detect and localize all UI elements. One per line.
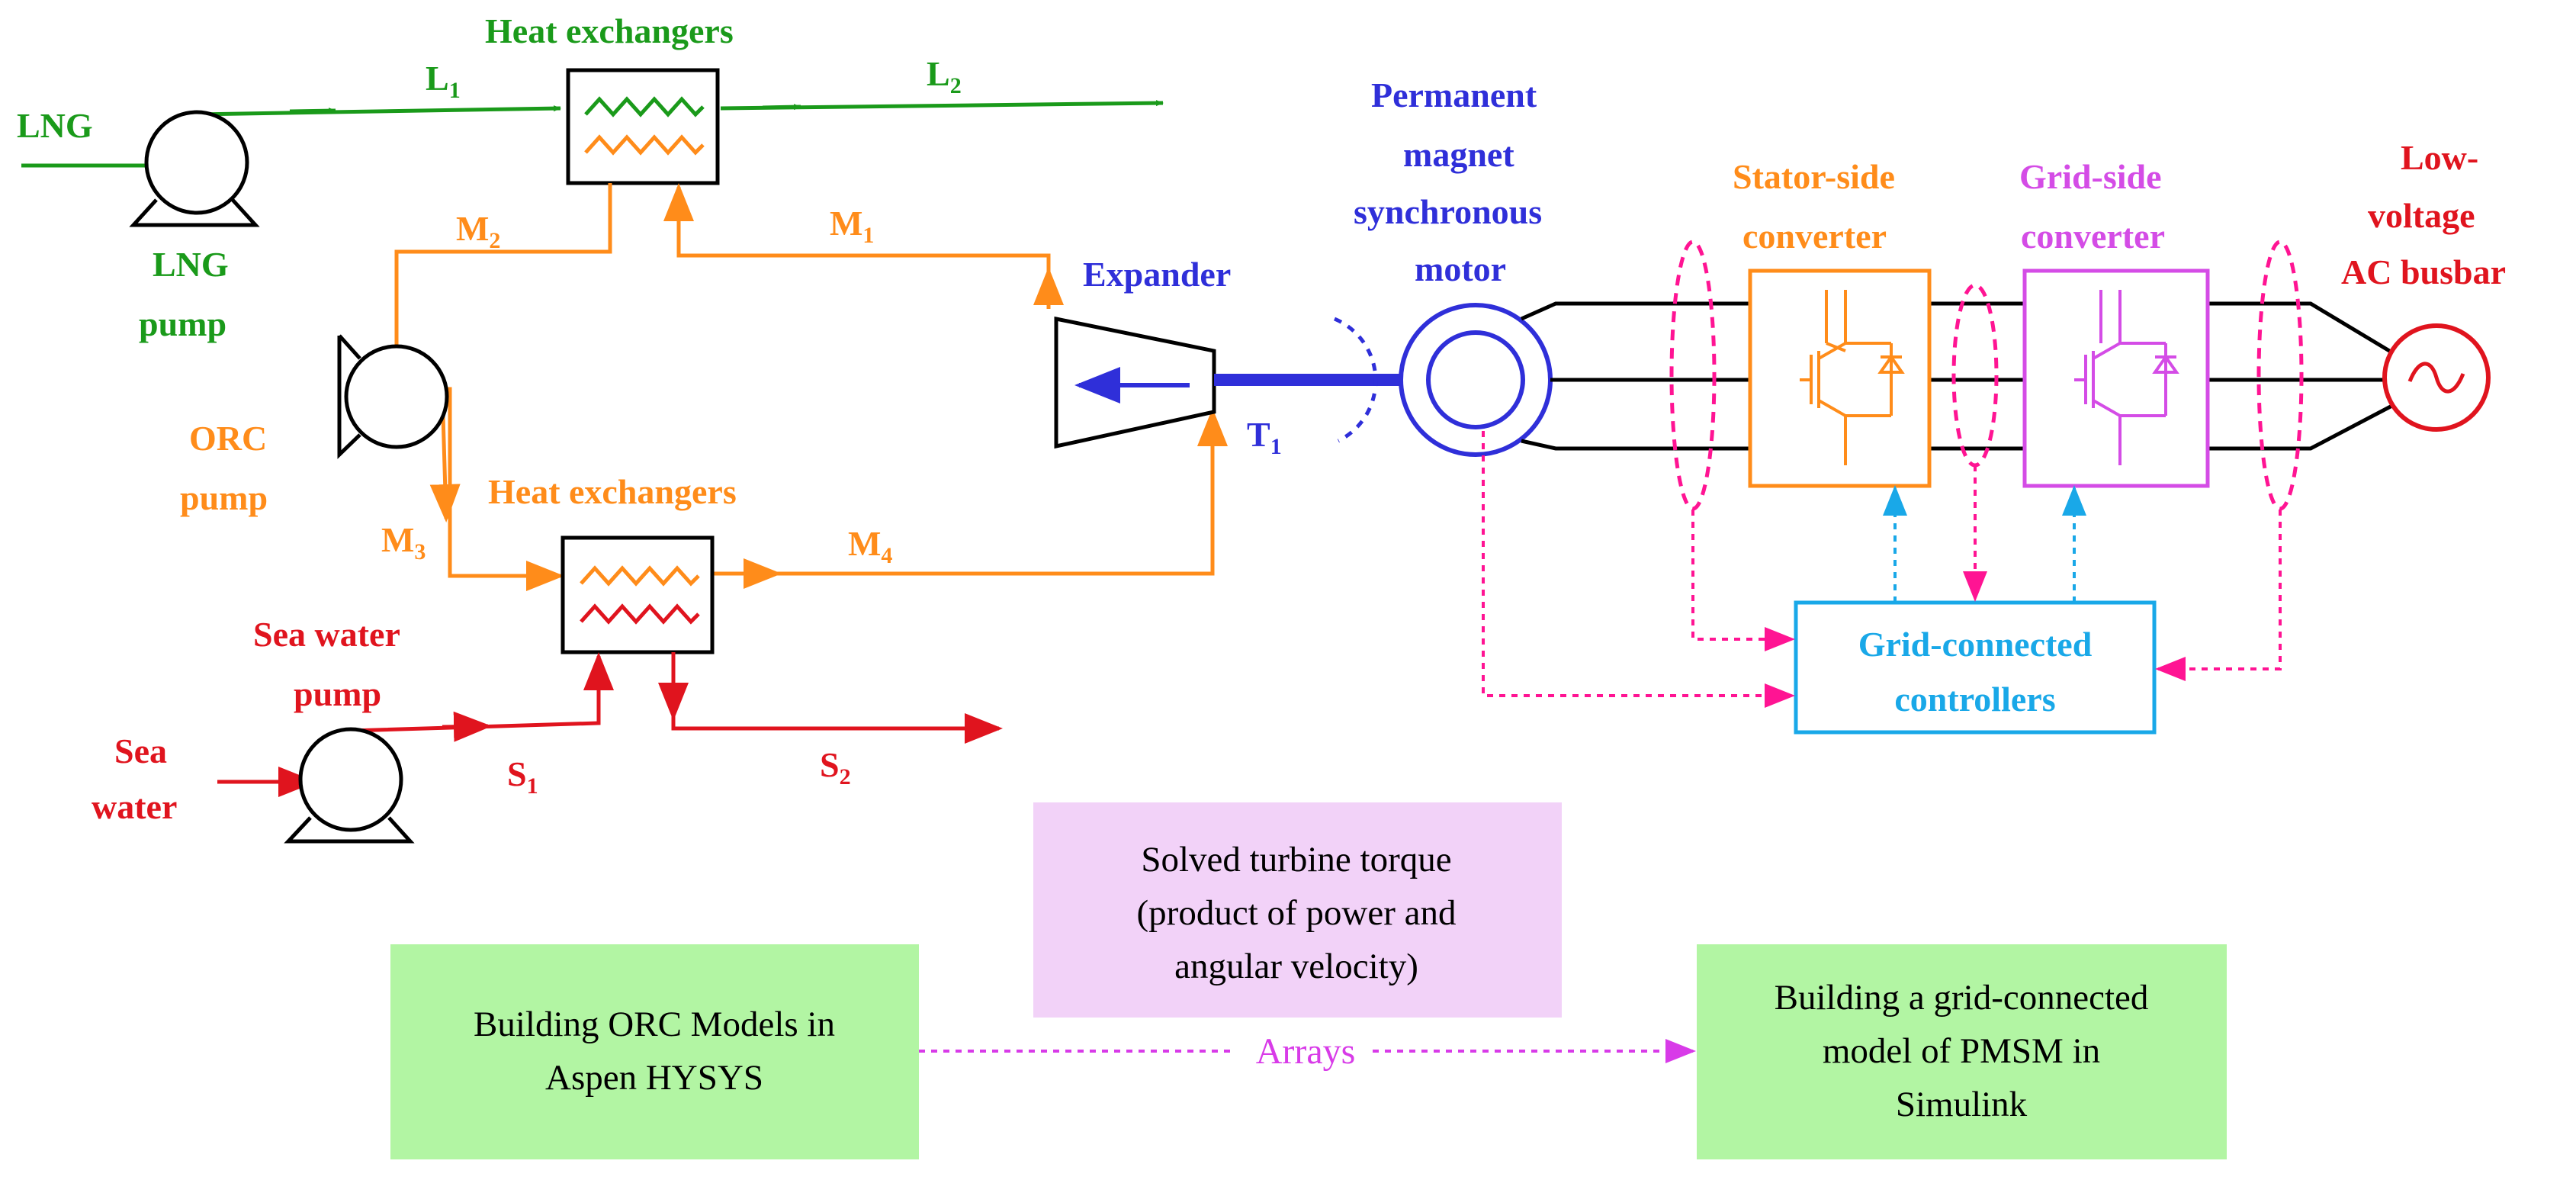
workflow-center-line2: (product of power and: [1137, 893, 1457, 933]
stator-side-label-line2: converter: [1742, 217, 1887, 256]
busbar-label-line3: AC busbar: [2341, 252, 2506, 291]
sea-water-pump-label-line1: Sea water: [253, 615, 400, 654]
grid-side-converter: [2022, 268, 2210, 488]
three-phase-lines: [1520, 301, 2404, 451]
pmsm-label-line1: Permanent: [1371, 76, 1537, 114]
ac-busbar-icon: [2382, 323, 2491, 432]
controllers-label-line2: controllers: [1894, 680, 2055, 719]
m1-label: M1: [830, 204, 874, 248]
workflow-right-line1: Building a grid-connected: [1775, 978, 2149, 1018]
heat-exchangers-top-label: Heat exchangers: [485, 11, 734, 50]
workflow-right-box: Building a grid-connected model of PMSM …: [1697, 944, 2227, 1159]
t1-label: T1: [1247, 415, 1282, 459]
workflow-left-box: Building ORC Models in Aspen HYSYS: [390, 944, 919, 1159]
busbar-label-line2: voltage: [2368, 196, 2475, 235]
workflow-left-line2: Aspen HYSYS: [545, 1058, 763, 1098]
expander-icon: [1054, 316, 1216, 449]
m2-label: M2: [456, 209, 500, 253]
pmsm-motor-icon: [1399, 303, 1553, 457]
grid-side-label-line2: converter: [2021, 217, 2165, 256]
heat-exchanger-top: [566, 68, 720, 185]
sea-water-label-line1: Sea: [114, 731, 167, 770]
m4-label: M4: [848, 524, 892, 568]
controllers-box: [1794, 600, 2157, 735]
arrays-label: Arrays: [1256, 1031, 1356, 1072]
lng-pump-label-line2: pump: [139, 304, 226, 343]
grid-side-label-line1: Grid-side: [2019, 157, 2162, 196]
l2-label: L2: [927, 54, 962, 98]
orc-pump-label-line1: ORC: [189, 419, 267, 458]
expander-label: Expander: [1083, 255, 1231, 294]
orc-pump-label-line2: pump: [180, 478, 268, 517]
pmsm-label-line3: synchronous: [1354, 192, 1542, 231]
sea-water-stream: [217, 652, 1003, 797]
workflow-center-box: Solved turbine torque (product of power …: [1033, 802, 1562, 1018]
arrays-connector: Arrays: [919, 1031, 1696, 1072]
busbar-label-line1: Low-: [2401, 138, 2478, 177]
heat-exchanger-bottom: [560, 535, 715, 654]
stator-side-label-line1: Stator-side: [1733, 157, 1895, 196]
controllers-label-line1: Grid-connected: [1858, 625, 2093, 664]
s1-label: S1: [507, 754, 538, 799]
pmsm-label-line4: motor: [1415, 249, 1506, 288]
stator-side-converter: [1748, 268, 1932, 488]
s2-label: S2: [820, 745, 851, 789]
lng-pump-icon: [129, 110, 260, 227]
heat-exchangers-bottom-label: Heat exchangers: [488, 472, 737, 511]
m3-label: M3: [381, 520, 426, 564]
lng-pump-label-line1: LNG: [153, 245, 229, 284]
sea-water-label-line2: water: [92, 787, 177, 826]
workflow-right-line2: model of PMSM in: [1823, 1031, 2100, 1071]
control-signals: [1482, 431, 2282, 708]
orc-pump-icon: [337, 334, 449, 459]
sea-water-pump-label-line2: pump: [294, 674, 381, 713]
workflow-center-line3: angular velocity): [1174, 947, 1418, 986]
turbine-shaft: [1214, 317, 1434, 443]
pmsm-label-line2: magnet: [1403, 135, 1514, 174]
lng-label: LNG: [17, 106, 93, 145]
workflow-right-line3: Simulink: [1896, 1085, 2028, 1124]
sea-water-pump-icon: [284, 727, 415, 844]
l1-label: L1: [426, 59, 461, 103]
workflow-center-line1: Solved turbine torque: [1141, 840, 1451, 879]
workflow-left-line1: Building ORC Models in: [474, 1005, 835, 1044]
